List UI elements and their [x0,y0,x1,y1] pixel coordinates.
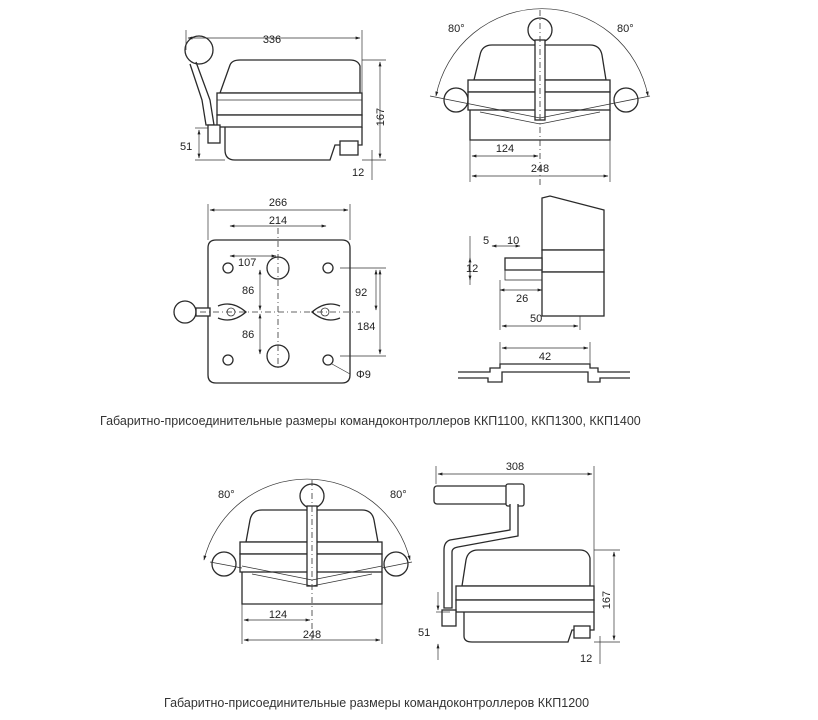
bottom-front-width-label: 248 [303,629,321,641]
detail-d12-label: 12 [466,263,478,275]
top-front-view: 80° 80° 124 248 [429,8,651,185]
top-front-half-label: 124 [496,143,514,155]
bottom-front-angle-left: 80° [218,489,235,501]
top-side-handle-label: 51 [180,141,192,153]
bottom-side-handle-label: 51 [418,627,430,639]
bottom-side-view: 308 167 51 12 [418,461,620,665]
bottom-front-view: 80° 80° 124 248 [203,478,413,644]
plan-hole-label: Φ9 [356,369,371,381]
top-side-foot-label: 12 [352,167,364,179]
detail-d42-label: 42 [539,351,551,363]
bottom-front-angle-right: 80° [390,489,407,501]
top-front-angle-right: 80° [617,23,634,35]
plan-outer-label: 266 [269,197,287,209]
bottom-side-width-label: 308 [506,461,524,473]
bottom-front-half-label: 124 [269,609,287,621]
top-plan-view: 266 214 107 86 86 92 184 Φ9 [173,197,386,384]
detail-d10-label: 10 [507,235,519,247]
detail-d50-label: 50 [530,313,542,325]
plan-right-total-label: 184 [357,321,375,333]
top-side-view: 336 167 51 12 [180,30,387,180]
top-caption: Габаритно-присоединительные размеры кома… [100,414,641,428]
top-front-width-label: 248 [531,163,549,175]
plan-y-up-label: 86 [242,285,254,297]
top-detail-view: 5 10 12 26 50 42 [458,195,630,383]
detail-d5-label: 5 [483,235,489,247]
bottom-side-foot-label: 12 [580,653,592,665]
plan-right-y-label: 92 [355,287,367,299]
bottom-side-height-label: 167 [601,591,613,609]
top-side-width-label: 336 [263,34,281,46]
bottom-caption: Габаритно-присоединительные размеры кома… [164,696,590,710]
top-front-angle-left: 80° [448,23,465,35]
top-side-height-label: 167 [375,108,387,126]
detail-d26-label: 26 [516,293,528,305]
plan-holes-x-label: 214 [269,215,287,227]
plan-half-x-label: 107 [238,257,256,269]
plan-y-down-label: 86 [242,329,254,341]
